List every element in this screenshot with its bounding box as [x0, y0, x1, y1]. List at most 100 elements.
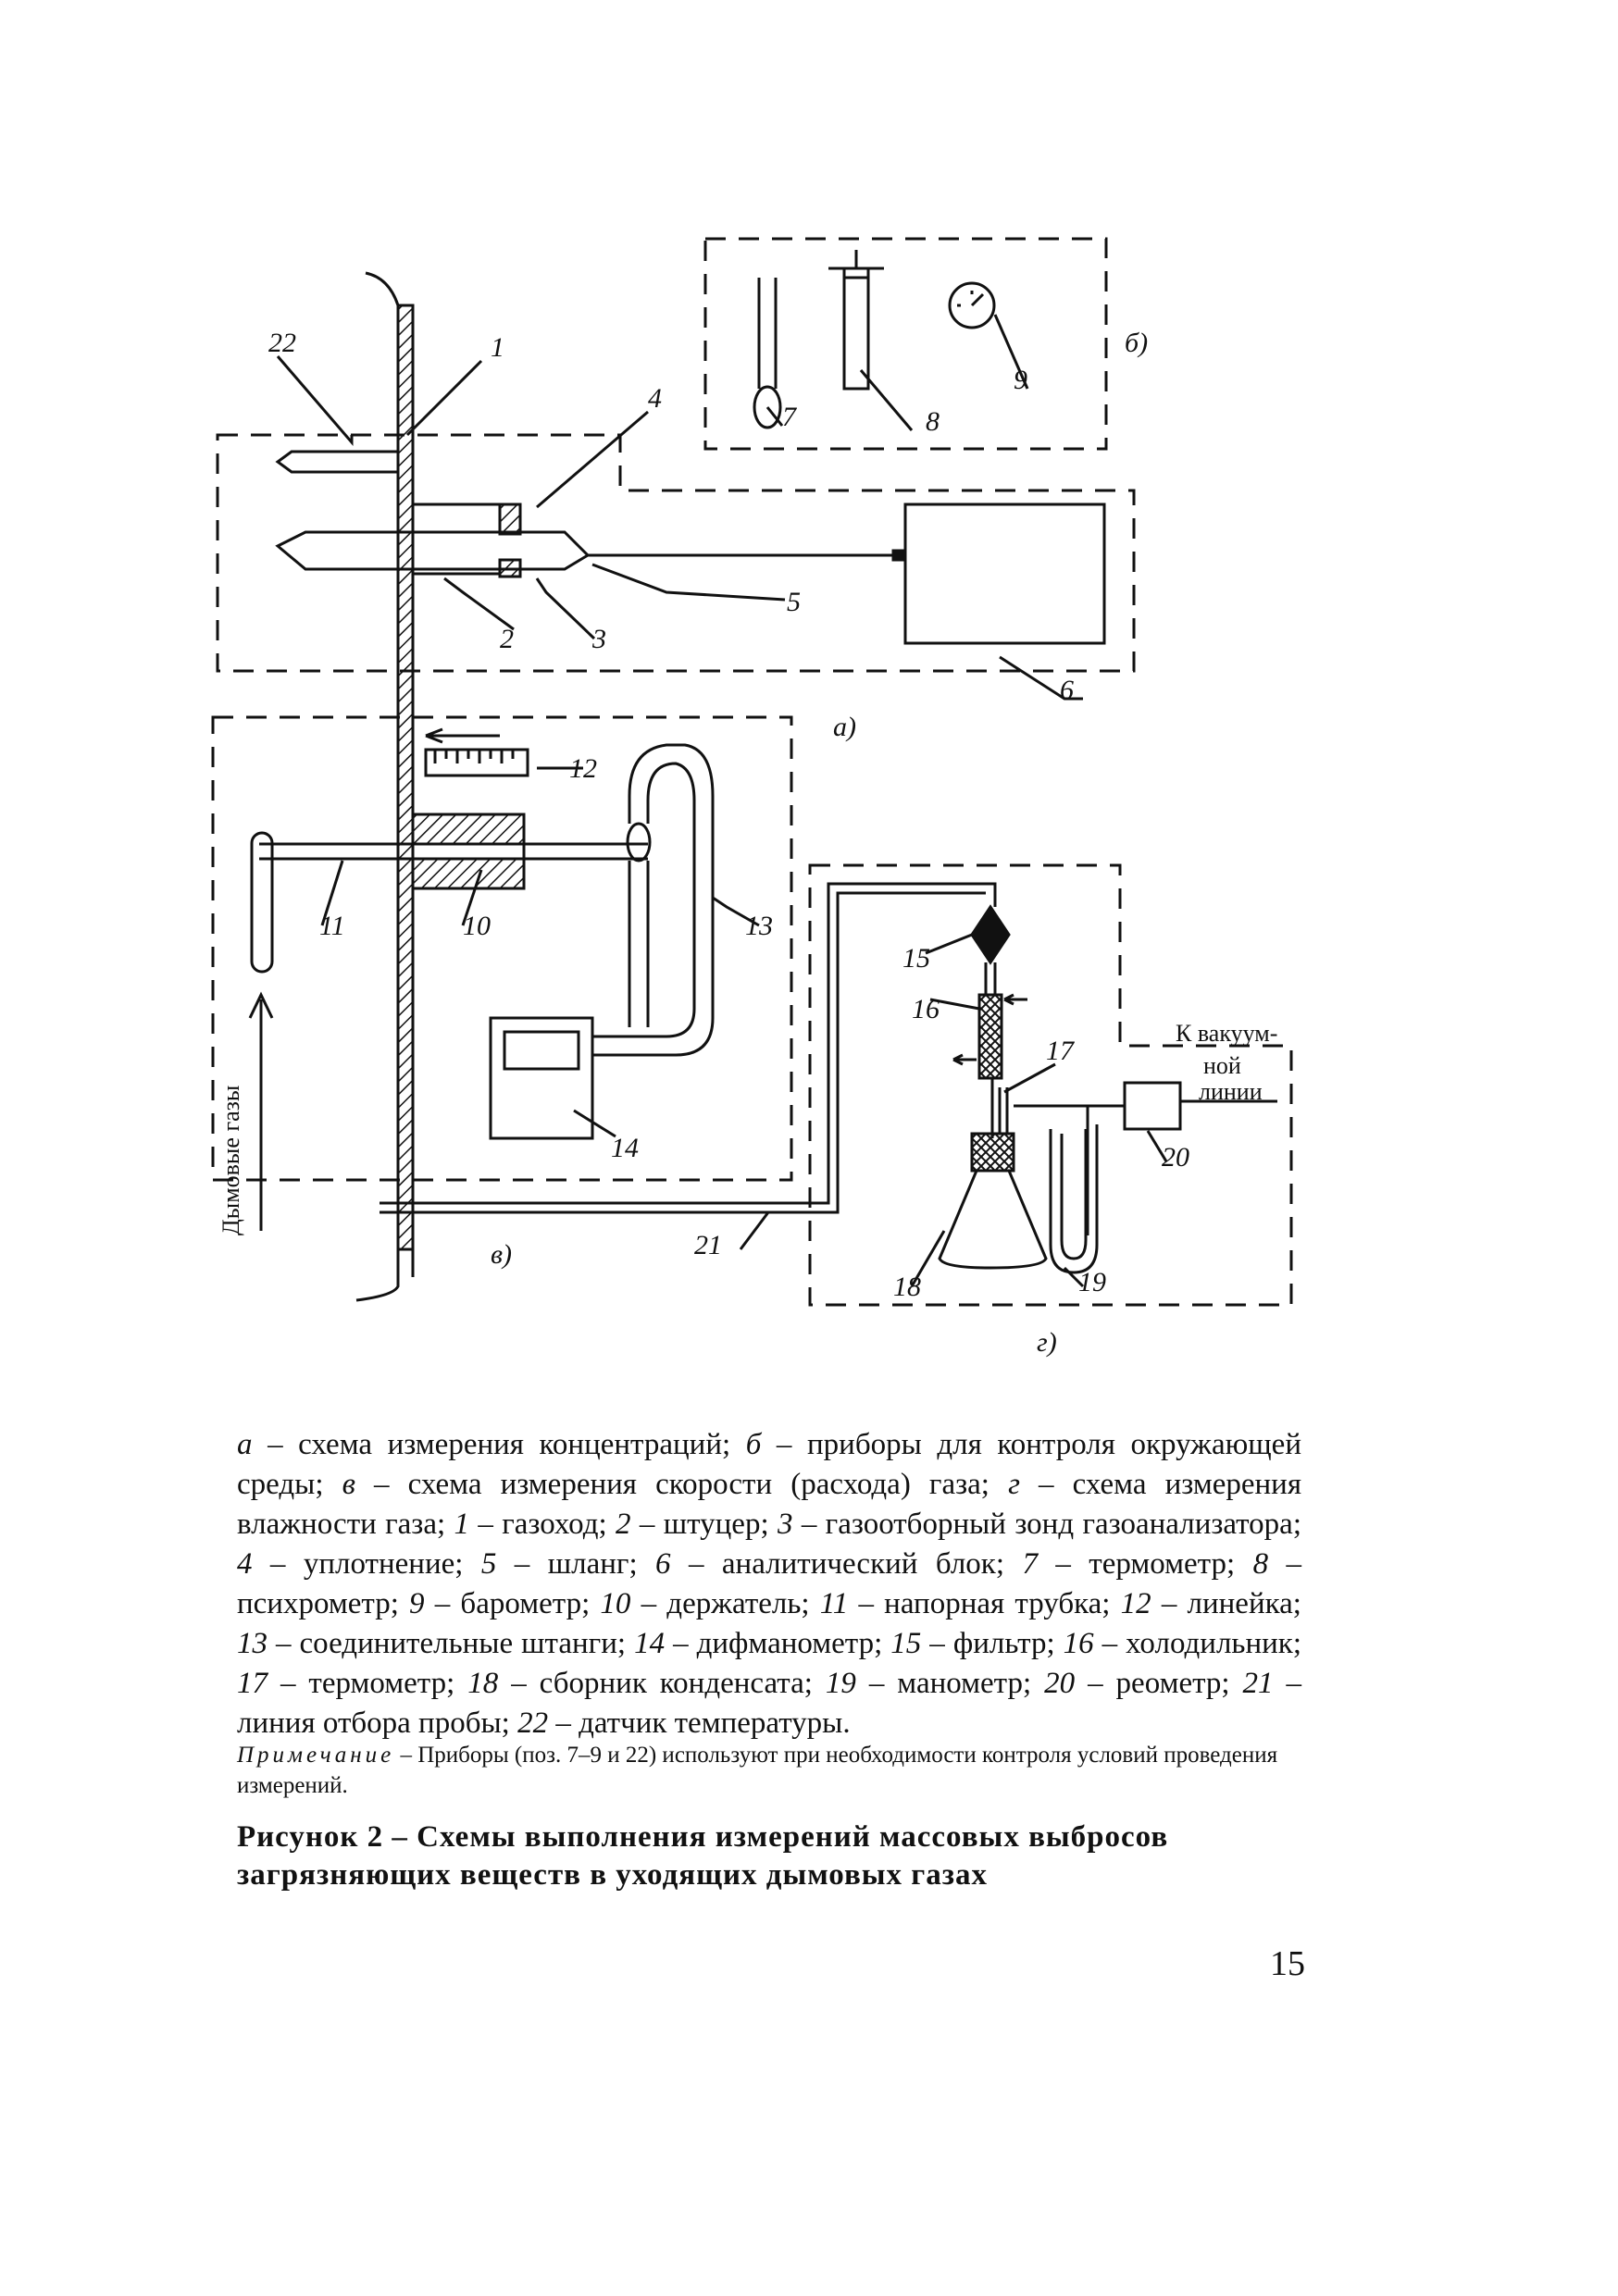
note-text: – Приборы (поз. 7–9 и 22) используют при…: [237, 1743, 1278, 1798]
legend-description: – схема измерения скорости (расхода) газ…: [355, 1468, 1009, 1501]
figure-note: Примечание – Приборы (поз. 7–9 и 22) исп…: [237, 1740, 1301, 1801]
legend-description: – газоотборный зонд газоанализатора;: [792, 1508, 1301, 1541]
thermometer-7: [757, 278, 778, 389]
legend-key: б: [745, 1428, 762, 1461]
label-19: 19: [1078, 1267, 1106, 1297]
pitot-tube-11: [259, 842, 648, 861]
fitting-2: [413, 503, 500, 576]
label-13: 13: [745, 911, 773, 941]
legend-description: – психрометр;: [237, 1547, 1302, 1620]
psychrometer-8: [842, 276, 870, 391]
legend-description: – держатель;: [630, 1587, 820, 1620]
legend-description: – линейка;: [1151, 1587, 1301, 1620]
label-10: 10: [463, 911, 491, 941]
legend-key: 5: [480, 1547, 497, 1581]
vacuum-line-label-1: К вакуум-: [1176, 1020, 1277, 1047]
label-18: 18: [893, 1272, 921, 1302]
frame-a: [216, 433, 1136, 673]
vacuum-line-label-2: ной: [1203, 1052, 1241, 1079]
label-12: 12: [569, 753, 597, 784]
vacuum-line-label-3: линии: [1199, 1078, 1263, 1105]
subfigure-label-a: а): [833, 712, 856, 742]
legend-key: 12: [1120, 1587, 1151, 1620]
measurement-schemes-figure: 22 1 4 5 2 3 6 7 8 9 12 11 10 13 14 21 1…: [211, 237, 1293, 1358]
ruler-12: [424, 748, 529, 777]
label-6: 6: [1060, 675, 1074, 705]
page-number: 15: [1270, 1944, 1305, 1983]
subfigure-label-g: г): [1037, 1327, 1057, 1358]
legend-key: 4: [237, 1547, 253, 1581]
legend-key: 21: [1242, 1667, 1274, 1700]
legend-description: – схема измерения влажности газа;: [237, 1468, 1301, 1541]
condensate-collector-18: [938, 1170, 1048, 1270]
legend-description: – шланг;: [496, 1547, 656, 1581]
legend-description: – аналитический блок;: [670, 1547, 1023, 1581]
legend-key: 1: [454, 1508, 470, 1541]
legend-key: 13: [237, 1627, 268, 1660]
legend-key: 2: [616, 1508, 631, 1541]
label-9: 9: [1014, 365, 1027, 395]
legend-key: 20: [1044, 1667, 1076, 1700]
legend-key: 16: [1063, 1627, 1094, 1660]
label-7: 7: [782, 402, 798, 432]
legend-key: 10: [600, 1587, 631, 1620]
legend-description: – холодильник;: [1093, 1627, 1301, 1660]
legend-description: – соединительные штанги;: [268, 1627, 635, 1660]
legend-description: – дифманометр;: [665, 1627, 891, 1660]
legend-description: – манометр;: [855, 1667, 1045, 1700]
sampling-line-21: [380, 882, 997, 1214]
legend-key: г: [1008, 1468, 1020, 1501]
legend-key: 3: [777, 1508, 793, 1541]
legend-description: – сборник конденсата;: [498, 1667, 826, 1700]
temperature-sensor-22: [275, 450, 400, 474]
label-1: 1: [491, 332, 504, 363]
note-label: Примечание: [237, 1743, 395, 1768]
legend-description: – реометр;: [1075, 1667, 1243, 1700]
label-20: 20: [1162, 1142, 1189, 1173]
label-3: 3: [591, 624, 606, 654]
flue-gas-label: Дымовые газы: [218, 1086, 244, 1235]
label-8: 8: [926, 406, 940, 437]
label-15: 15: [902, 943, 930, 974]
seal-4: [498, 503, 522, 536]
barometer-9: [948, 281, 996, 329]
legend-key: 11: [819, 1587, 849, 1620]
flue-gas-arrow: [248, 991, 274, 1231]
label-11: 11: [319, 911, 345, 941]
legend-key: 18: [467, 1667, 499, 1700]
legend-description: – термометр;: [268, 1667, 468, 1700]
legend-key: 17: [237, 1667, 268, 1700]
frame-b: [703, 237, 1108, 451]
legend-key: в: [342, 1468, 355, 1501]
gas-sampling-probe-3: [275, 530, 591, 571]
subfigure-label-v: в): [491, 1239, 512, 1270]
legend-key: 14: [634, 1627, 666, 1660]
label-17: 17: [1046, 1036, 1076, 1066]
label-2: 2: [500, 624, 514, 654]
legend-description: – линия отбора пробы;: [237, 1667, 1302, 1740]
legend-key: 6: [655, 1547, 671, 1581]
legend-key: а: [237, 1428, 253, 1461]
legend-key: 9: [409, 1587, 425, 1620]
legend-description: – барометр;: [424, 1587, 601, 1620]
legend-key: 15: [890, 1627, 922, 1660]
connecting-rods-13: [592, 743, 715, 1057]
legend-description: – газоход;: [469, 1508, 616, 1541]
filter-15: [970, 904, 1011, 965]
label-14: 14: [611, 1133, 639, 1163]
label-5: 5: [787, 587, 801, 617]
legend-description: – термометр;: [1037, 1547, 1253, 1581]
legend-description: – напорная трубка;: [848, 1587, 1121, 1620]
legend-description: – датчик температуры.: [548, 1706, 851, 1740]
legend-description: – уплотнение;: [252, 1547, 481, 1581]
figure-title: Рисунок 2 – Схемы выполнения измерений м…: [237, 1820, 1169, 1892]
analytical-block-6: [903, 503, 1106, 645]
label-21: 21: [694, 1230, 722, 1260]
legend-key: 7: [1022, 1547, 1038, 1581]
flue-duct-wall: [355, 271, 400, 1302]
cooler-16: [977, 993, 1003, 1080]
thermometer-17: [990, 1078, 1009, 1138]
legend-key: 19: [825, 1667, 856, 1700]
legend-description: – приборы для контроля окружающей среды;: [237, 1428, 1301, 1501]
figure-legend: а – схема измерения концентраций; б – пр…: [237, 1425, 1301, 1744]
